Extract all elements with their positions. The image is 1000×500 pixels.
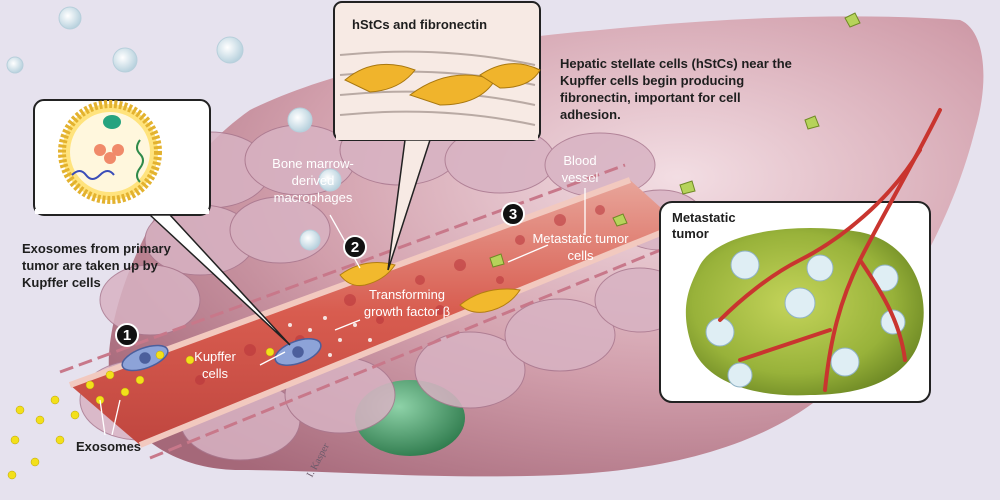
fibronectin-callout-title: hStCs and fibronectin [352, 17, 488, 32]
kupffer-cells [121, 338, 322, 372]
floating-cells [6, 6, 342, 251]
red-blood-cells [195, 205, 605, 385]
step-marker-1: 1 [115, 323, 139, 347]
exosomes-label: Exosomes [76, 439, 142, 454]
green-particles [489, 12, 861, 268]
stellate-cells [344, 63, 541, 106]
step-marker-2: 2 [343, 235, 367, 259]
exosomes-uptake-label: Exosomes from primary tumor are taken up… [22, 241, 171, 290]
tumor-vessels [718, 108, 942, 392]
blood-vessel-label: Blood vessel [561, 153, 599, 185]
exosome-dots [7, 347, 275, 480]
bone-marrow-label: Bone marrow-derived macrophages [272, 156, 354, 205]
step-marker-3: 3 [501, 202, 525, 226]
kupffer-label: Kupffer cells [194, 349, 236, 381]
metastatic-cells-label: Metastatic tumor cells [532, 231, 629, 263]
tgf-beta-label: Transforming growth factor β [363, 287, 451, 319]
hsc-description: Hepatic stellate cells (hStCs) near the … [560, 56, 792, 122]
tumor-cells [705, 250, 906, 388]
blood-vessel [70, 180, 680, 445]
macrophages [339, 262, 521, 313]
metastatic-callout-title: Metastatic tumor [672, 210, 736, 241]
